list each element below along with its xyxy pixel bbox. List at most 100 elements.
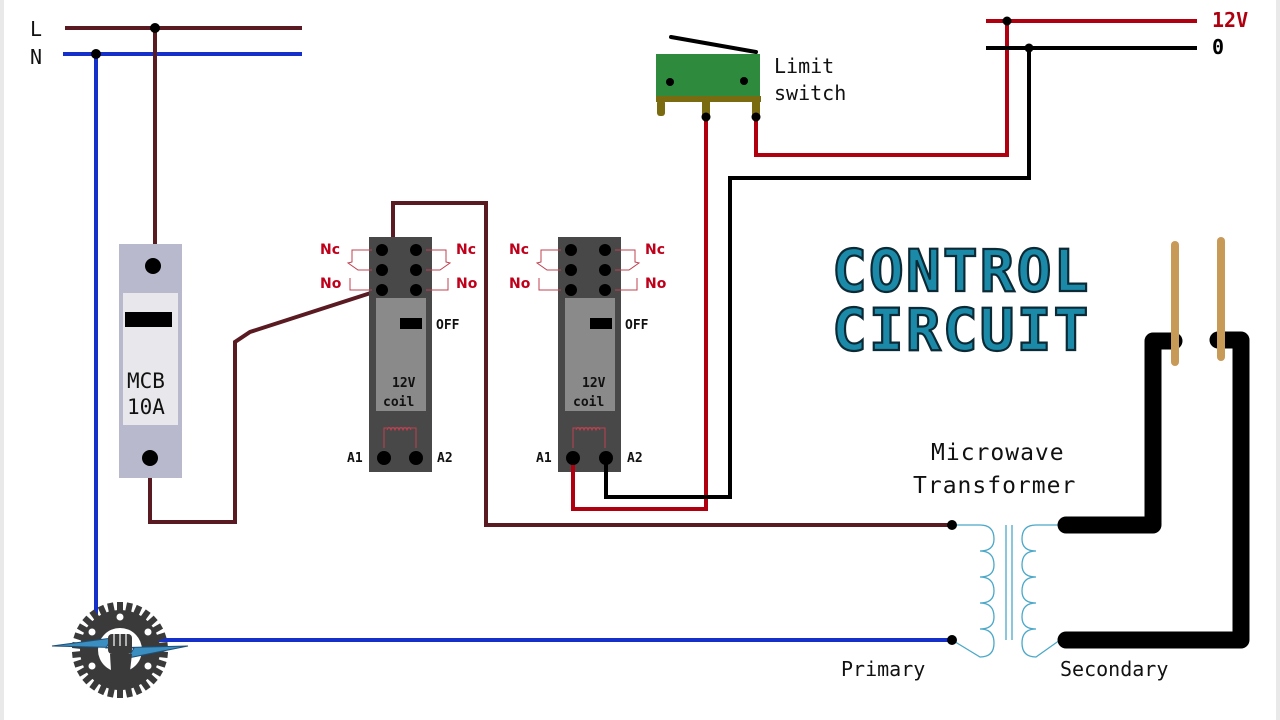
relay-terminal-a2	[409, 451, 423, 465]
right-border	[1276, 0, 1280, 720]
switch-to-positive-wire	[754, 21, 1009, 157]
a2-label: A2	[437, 451, 453, 466]
relay-pin-no-left	[565, 284, 577, 296]
limit-switch[interactable]: Limit switch	[656, 35, 846, 122]
contact-symbol-right	[615, 249, 641, 271]
switch-body	[656, 54, 760, 97]
switch-pin-right	[752, 100, 760, 116]
gear-hole-4	[144, 662, 152, 670]
neutral-wire	[94, 54, 952, 642]
no-symbol-left	[538, 278, 561, 291]
secondary-winding	[1021, 524, 1061, 658]
nc-left-label: Nc	[320, 242, 340, 258]
negative-rail-label: 0	[1212, 35, 1224, 59]
neutral-label: N	[30, 45, 42, 69]
title-line1: CONTROL	[832, 237, 1090, 305]
relay-pin-nc-left	[376, 244, 388, 256]
primary-terminal-top	[947, 520, 957, 530]
no-symbol-left	[349, 278, 372, 291]
mains-rails: L N	[30, 17, 302, 69]
mcb-toggle[interactable]	[125, 312, 172, 327]
switch-pin-middle	[702, 100, 710, 116]
nc-right-label: Nc	[645, 242, 665, 258]
channel-logo	[51, 602, 189, 698]
mcb-label-line1: MCB	[127, 369, 165, 393]
mcb-terminal-top	[145, 258, 161, 274]
gear-hole-5	[116, 613, 124, 621]
switch-hole-left	[666, 78, 674, 86]
switch-base	[656, 96, 761, 102]
left-border	[0, 0, 4, 720]
relay-coil-label: coil	[573, 395, 604, 410]
relay-indicator	[400, 318, 422, 329]
a2-label: A2	[627, 451, 643, 466]
mcb-to-relay1-wire	[148, 288, 381, 524]
relay-2[interactable]: OFF 12V coil Nc No Nc No A1 A2	[509, 237, 667, 472]
transformer-title-line2: Transformer	[913, 473, 1076, 499]
switch-pin-left	[657, 100, 665, 116]
contact-symbol-right	[426, 249, 452, 271]
relay-1[interactable]: OFF 12V coil Nc No Nc No A1 A2	[320, 237, 478, 472]
switch-terminal-no	[751, 112, 761, 122]
a1-label: A1	[536, 451, 552, 466]
no-left-label: No	[320, 276, 342, 292]
switch-terminal-com	[701, 112, 711, 122]
primary-terminal-bottom	[947, 635, 957, 645]
nc-right-label: Nc	[456, 242, 476, 258]
limit-switch-label-line1: Limit	[774, 54, 834, 78]
relay-pin-com-right	[599, 264, 611, 276]
relay-indicator	[590, 318, 612, 329]
switch-lever[interactable]	[669, 35, 758, 54]
relay-window	[565, 298, 615, 411]
coil-winding	[386, 427, 412, 432]
relay-pin-no-right	[410, 284, 422, 296]
microwave-transformer: Microwave Transformer Primary Secondary	[841, 440, 1168, 681]
mcb-terminal-bottom	[142, 450, 158, 466]
line-label: L	[30, 17, 42, 41]
relay-coil-voltage: 12V	[392, 376, 416, 391]
diagram-title: CONTROL CIRCUIT	[831, 236, 1090, 365]
relay2-terminal-a1	[566, 451, 580, 465]
neutral-junction	[91, 49, 101, 59]
gear-tooth	[117, 686, 123, 698]
relay-state-label: OFF	[625, 318, 649, 333]
secondary-lead-inner	[1057, 332, 1183, 534]
nc-left-label: Nc	[509, 242, 529, 258]
a1-label: A1	[347, 451, 363, 466]
positive-rail-label: 12V	[1212, 8, 1248, 32]
no-symbol-right	[426, 278, 449, 291]
gear-hole-2	[144, 628, 152, 636]
no-symbol-right	[615, 278, 638, 291]
relay-terminal-a1	[377, 451, 391, 465]
relay-state-label: OFF	[436, 318, 460, 333]
negative-junction	[1024, 43, 1034, 53]
relay2-a1-positive-wire	[571, 117, 708, 511]
dc-rails: 12V 0	[986, 8, 1248, 59]
primary-label: Primary	[841, 657, 925, 681]
fist-icon	[108, 634, 132, 688]
contact-symbol-left	[535, 249, 561, 271]
line-junction	[150, 23, 160, 33]
gear-hole-3	[88, 662, 96, 670]
relay-pin-nc-left	[565, 244, 577, 256]
secondary-lead-outer	[1057, 331, 1250, 649]
relay2-a2-negative-wire	[604, 48, 1031, 499]
relay-pin-com-left	[565, 264, 577, 276]
no-right-label: No	[645, 276, 667, 292]
relay-pin-com-left	[376, 264, 388, 276]
coil-winding	[575, 427, 601, 432]
relay-pin-nc-right	[599, 244, 611, 256]
relay-pin-nc-right	[410, 244, 422, 256]
positive-junction	[1002, 16, 1012, 26]
no-right-label: No	[456, 276, 478, 292]
mcb-breaker[interactable]: MCB 10A	[119, 244, 182, 478]
limit-switch-label-line2: switch	[774, 81, 846, 105]
transformer-title-line1: Microwave	[931, 440, 1065, 466]
relay-window	[376, 298, 426, 411]
gear-tooth	[117, 602, 123, 614]
title-line2: CIRCUIT	[832, 296, 1090, 364]
switch-hole-right	[740, 77, 748, 85]
relay-pin-com-right	[410, 264, 422, 276]
no-left-label: No	[509, 276, 531, 292]
